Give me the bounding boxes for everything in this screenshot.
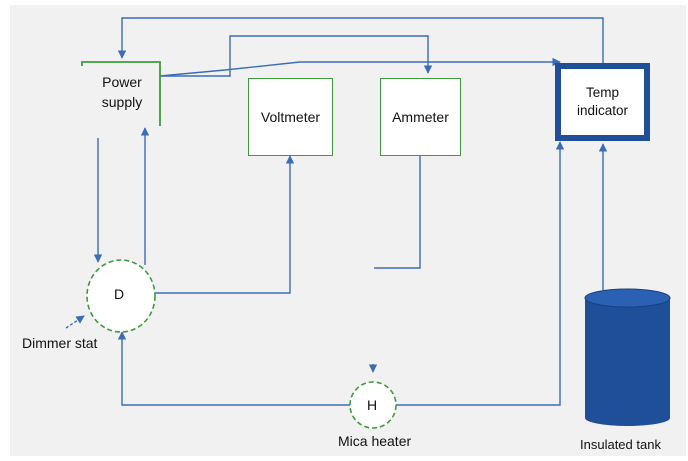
power-supply-outline xyxy=(81,61,161,126)
voltmeter-box: Voltmeter xyxy=(248,78,333,156)
temp-indicator-label-line2: indicator xyxy=(576,103,629,118)
wire-heater-to-dimmer xyxy=(117,331,350,406)
wire-temp-to-power xyxy=(117,17,604,63)
dimmer-symbol: D xyxy=(114,286,125,302)
wire-heater-to-temp xyxy=(396,141,565,406)
tank-label: Insulated tank xyxy=(580,437,661,452)
power-supply-label-line2: supply xyxy=(101,94,143,110)
heater-label: Mica heater xyxy=(338,433,412,449)
voltmeter-label: Voltmeter xyxy=(260,109,321,125)
power-supply-label: Power supply xyxy=(90,72,154,112)
ammeter-box: Ammeter xyxy=(380,78,461,156)
insulated-tank xyxy=(584,288,671,426)
wire-power-to-ammeter xyxy=(160,35,433,77)
dimmer-circle xyxy=(86,259,156,333)
dimmer-label-pointer xyxy=(65,315,85,329)
temp-indicator-box: Temp indicator xyxy=(555,63,650,141)
dimmer-label: Dimmer stat xyxy=(22,335,98,351)
power-supply-label-line1: Power xyxy=(102,74,142,90)
ammeter-label: Ammeter xyxy=(392,109,449,125)
heater-circle xyxy=(349,381,397,429)
heater-symbol: H xyxy=(367,397,378,413)
wire-dimmer-to-voltmeter xyxy=(152,155,295,294)
wire-power-to-temp xyxy=(159,57,561,77)
wire-ammeter-lead xyxy=(374,156,421,269)
temp-indicator-label-line1: Temp xyxy=(585,85,619,100)
